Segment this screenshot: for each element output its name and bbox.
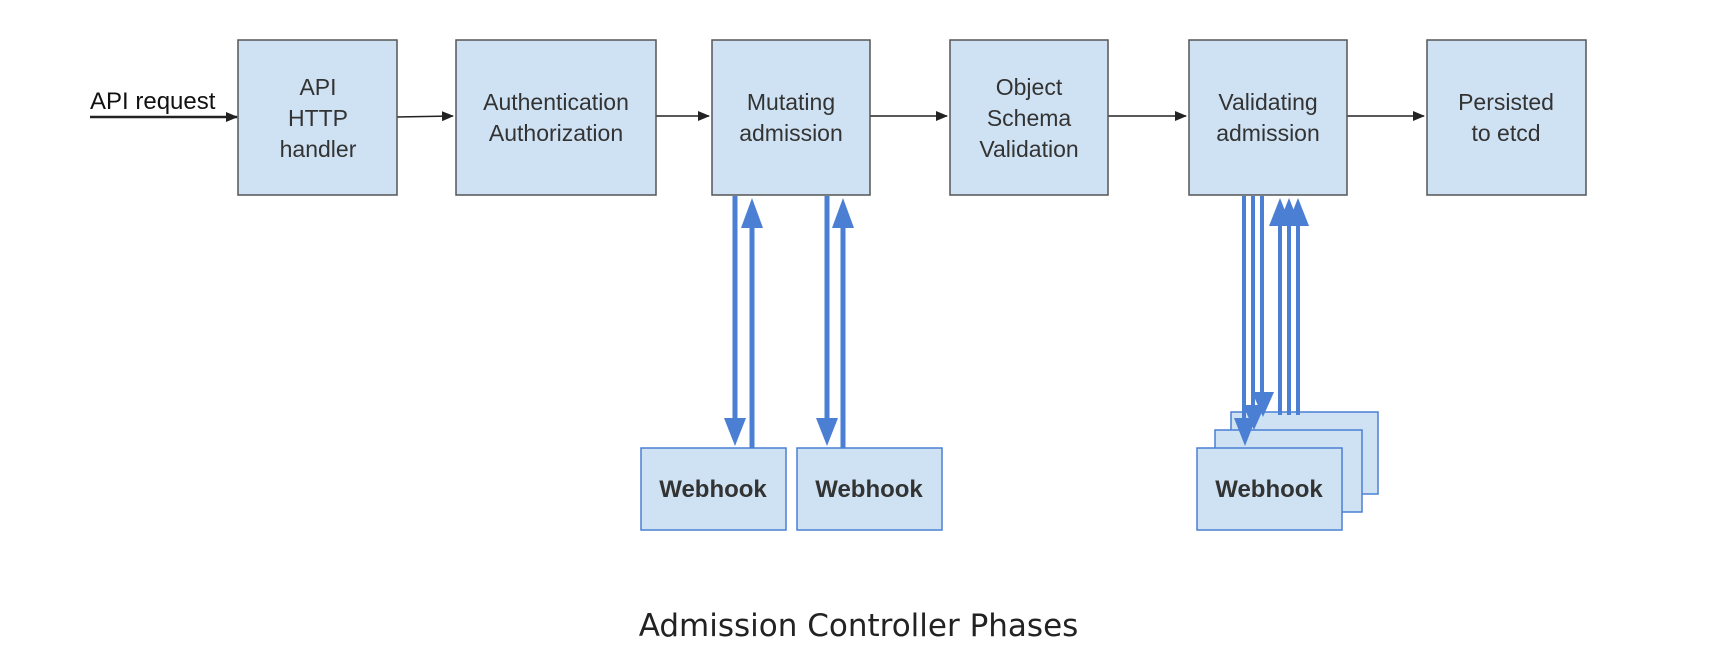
webhook-validating-front: Webhook [1196, 447, 1343, 531]
webhook-mutating-2-label: Webhook [815, 476, 923, 503]
validating-webhook-arrows [1234, 196, 1309, 446]
stage-persisted-line-2: to etcd [1471, 120, 1540, 146]
stage-schema-line-3: Validation [979, 136, 1078, 162]
webhook-mutating-2: Webhook [796, 447, 943, 531]
stage-authentication-line-1: Authentication [483, 89, 629, 115]
stage-authentication: Authentication Authorization [455, 39, 657, 196]
webhook-validating-label: Webhook [1215, 476, 1323, 503]
stage-mutating-line-2: admission [739, 120, 843, 146]
mutating-webhook-arrows [724, 196, 854, 448]
stage-schema-line-1: Object [996, 74, 1063, 100]
flow-arrow-1 [395, 111, 454, 122]
api-request-label: API request [90, 88, 216, 115]
stage-api-handler-line-1: API [299, 74, 336, 100]
stage-validating-admission: Validating admission [1188, 39, 1348, 196]
stage-object-schema-validation: Object Schema Validation [949, 39, 1109, 196]
webhook-mutating-1-label: Webhook [659, 476, 767, 503]
stage-validating-line-1: Validating [1218, 89, 1317, 115]
stage-persisted-etcd: Persisted to etcd [1426, 39, 1587, 196]
stage-mutating-line-1: Mutating [747, 89, 835, 115]
stage-validating-line-2: admission [1216, 120, 1320, 146]
stage-mutating-admission: Mutating admission [711, 39, 871, 196]
stage-api-handler: API HTTP handler [237, 39, 398, 196]
stage-api-handler-line-3: handler [280, 136, 357, 162]
stage-schema-line-2: Schema [987, 105, 1072, 131]
stage-persisted-line-1: Persisted [1458, 89, 1554, 115]
stage-authentication-line-2: Authorization [489, 120, 623, 146]
diagram-caption: Admission Controller Phases [638, 608, 1079, 644]
stage-api-handler-line-2: HTTP [288, 105, 348, 131]
webhook-mutating-1: Webhook [640, 447, 787, 531]
flow-arrows [90, 111, 1425, 122]
